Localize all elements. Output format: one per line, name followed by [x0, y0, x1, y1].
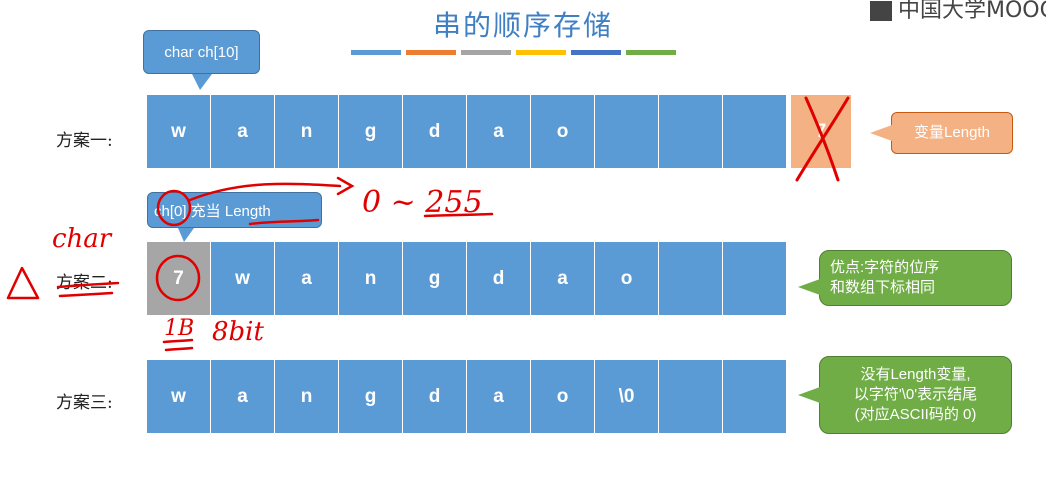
title-bar-segment	[516, 50, 566, 55]
scheme3-cell	[659, 360, 723, 433]
page-title: 串的顺序存储	[432, 9, 613, 42]
scheme3-note-line3: (对应ASCII码的 0)	[854, 406, 977, 423]
length-callout-text: ch[0] 充当 Length	[154, 202, 271, 220]
scheme3-terminator-note: 没有Length变量, 以字符'\0'表示结尾 (对应ASCII码的 0)	[798, 356, 1012, 434]
underline-mark	[56, 281, 120, 289]
triangle-mark	[6, 266, 40, 300]
scheme3-cell: w	[147, 360, 211, 433]
arrow-head-mark	[336, 176, 355, 196]
scheme2-cell: o	[595, 242, 659, 315]
scheme1-cell: w	[147, 95, 211, 168]
scheme1-array: w a n g d a o 7	[147, 95, 851, 168]
scheme1-note-text: 变量Length	[914, 124, 990, 141]
byte-annotation: 1B	[164, 316, 194, 341]
title-bar-segment	[626, 50, 676, 55]
scheme2-label: 方案二:	[56, 273, 113, 293]
range-annotation: 0 ~ 255	[362, 185, 483, 220]
scheme2-cell	[659, 242, 723, 315]
scheme2-cell: n	[339, 242, 403, 315]
bits-annotation: 8bit	[212, 317, 265, 347]
scheme3-cell: a	[467, 360, 531, 433]
scheme1-length-note: 变量Length	[870, 112, 1013, 154]
scheme1-cell: n	[275, 95, 339, 168]
scheme3-cell	[723, 360, 786, 433]
char-annotation: char	[52, 224, 113, 254]
scheme1-cell	[595, 95, 659, 168]
scheme3-cell: g	[339, 360, 403, 433]
logo-icon	[870, 1, 892, 21]
array-declaration-callout: char ch[10]	[143, 30, 260, 90]
title-bar-segment	[571, 50, 621, 55]
note-pointer	[798, 387, 820, 403]
scheme1-cell: a	[211, 95, 275, 168]
title-bar-segment	[406, 50, 456, 55]
underline-mark	[423, 212, 494, 218]
underline-mark	[162, 338, 194, 344]
scheme2-note-line2: 和数组下标相同	[830, 279, 936, 296]
scheme2-cell: g	[403, 242, 467, 315]
scheme3-cell: d	[403, 360, 467, 433]
callout-pointer	[178, 228, 194, 242]
scheme2-cell: a	[275, 242, 339, 315]
title-bar-segment	[351, 50, 401, 55]
scheme1-cell: d	[403, 95, 467, 168]
arrow-mark	[188, 182, 342, 202]
scheme3-cell: o	[531, 360, 595, 433]
title-color-bar	[351, 50, 676, 55]
scheme2-note-line1: 优点:字符的位序	[830, 259, 940, 276]
scheme2-cell: a	[531, 242, 595, 315]
logo-text: 中国大学MOOC	[898, 0, 1046, 23]
title-bar-segment	[461, 50, 511, 55]
scheme2-array: 7 w a n g d a o	[147, 242, 786, 315]
scheme3-array: w a n g d a o \0	[147, 360, 786, 433]
underline-mark	[58, 291, 114, 298]
scheme1-cell: g	[339, 95, 403, 168]
circle-mark	[155, 254, 201, 302]
scheme3-note-line1: 没有Length变量,	[860, 366, 971, 383]
underline-mark	[248, 218, 320, 226]
cross-out-mark	[795, 96, 850, 182]
scheme1-cell	[723, 95, 787, 168]
scheme1-cell: o	[531, 95, 595, 168]
scheme3-terminator-cell: \0	[595, 360, 659, 433]
scheme2-cell: d	[467, 242, 531, 315]
scheme3-label: 方案三:	[56, 393, 113, 413]
scheme2-cell	[723, 242, 786, 315]
scheme2-advantage-note: 优点:字符的位序 和数组下标相同	[798, 250, 1012, 306]
circle-mark	[156, 189, 192, 227]
scheme3-cell: a	[211, 360, 275, 433]
mooc-logo: 中国大学MOOC	[870, 0, 1046, 24]
array-declaration-text: char ch[10]	[164, 43, 239, 61]
scheme3-cell: n	[275, 360, 339, 433]
callout-pointer	[192, 74, 212, 90]
scheme1-cell: a	[467, 95, 531, 168]
scheme2-cell: w	[211, 242, 275, 315]
underline-mark	[164, 346, 194, 352]
note-pointer	[870, 125, 892, 141]
scheme1-label: 方案一:	[56, 131, 113, 151]
note-pointer	[798, 279, 820, 295]
scheme1-cell	[659, 95, 723, 168]
scheme3-note-line2: 以字符'\0'表示结尾	[853, 386, 978, 403]
